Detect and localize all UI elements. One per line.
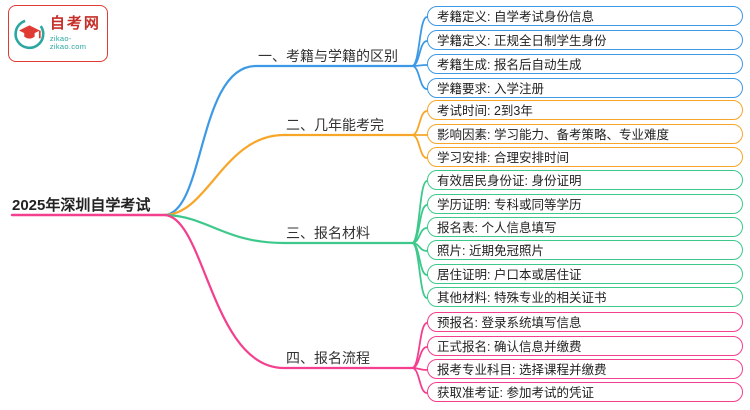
leaf-node: 考试时间: 2到3年: [427, 100, 743, 120]
leaf-node: 报名表: 个人信息填写: [427, 217, 743, 237]
leaf-node: 报考专业科目: 选择课程并缴费: [427, 359, 743, 379]
leaf-node: 考籍生成: 报名后自动生成: [427, 54, 743, 74]
leaf-node: 有效居民身份证: 身份证明: [427, 170, 743, 190]
logo-url: zikao-zikao.com: [49, 34, 87, 52]
leaf-node: 学籍定义: 正规全日制学生身份: [427, 30, 743, 50]
branch-label-3: 三、报名材料: [286, 225, 370, 241]
leaf-node: 学习安排: 合理安排时间: [427, 147, 743, 167]
leaf-node: 预报名: 登录系统填写信息: [427, 312, 743, 332]
branch-label-1: 一、考籍与学籍的区别: [258, 48, 398, 64]
leaf-node: 居住证明: 户口本或居住证: [427, 264, 743, 284]
branch-label-2: 二、几年能考完: [286, 117, 384, 133]
leaf-node: 考籍定义: 自学考试身份信息: [427, 6, 743, 26]
leaf-node: 照片: 近期免冠照片: [427, 240, 743, 260]
leaf-node: 影响因素: 学习能力、备考策略、专业难度: [427, 124, 743, 144]
leaf-node: 学籍要求: 入学注册: [427, 78, 743, 98]
leaf-node: 正式报名: 确认信息并缴费: [427, 336, 743, 356]
branch-label-4: 四、报名流程: [286, 350, 370, 366]
trunk-branch-4: [163, 213, 414, 370]
trunk-branch-2: [163, 133, 414, 217]
leaf-node: 获取准考证: 参加考试的凭证: [427, 382, 743, 402]
logo: 自考网 zikao-zikao.com: [8, 5, 108, 62]
logo-name: 自考网: [49, 14, 101, 32]
leaf-node: 其他材料: 特殊专业的相关证书: [427, 287, 743, 307]
root-node: 2025年深圳自学考试: [12, 197, 151, 214]
trunk-branch-1: [163, 64, 414, 217]
trunk-branch-3: [163, 213, 414, 245]
graduation-cap-icon: [14, 18, 45, 49]
leaf-node: 学历证明: 专科或同等学历: [427, 194, 743, 214]
